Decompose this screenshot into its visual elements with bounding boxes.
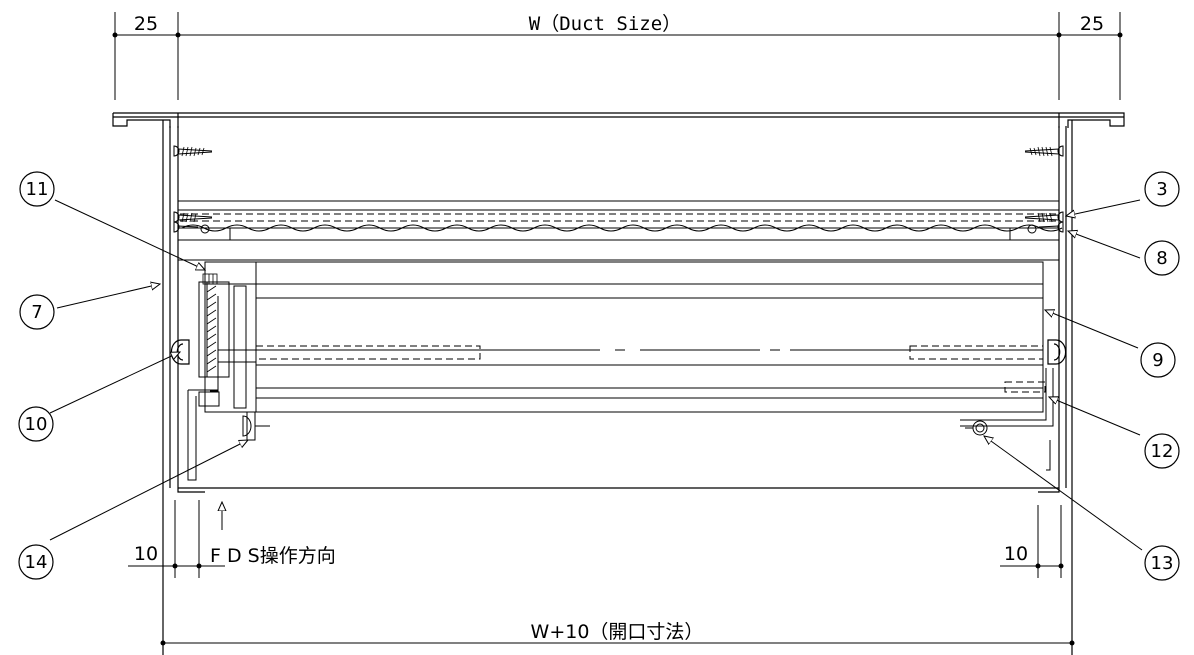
clip-right [1047,339,1067,365]
dimension-bottom-left: 10 [134,543,158,565]
dimension-top-right: 25 [1080,13,1104,35]
svg-text:10: 10 [25,414,48,435]
svg-text:9: 9 [1152,350,1163,371]
spring-hatch [202,273,218,373]
screw-icon [173,145,1064,233]
balloon-8: 8 [1144,240,1180,276]
balloon-11: 11 [19,171,55,207]
casing-sides [162,120,1073,655]
hidden-line-shaft [255,345,1046,393]
operation-direction-note: F D S操作方向 [210,545,336,567]
leader-lines [49,199,1143,551]
top-dimension-lines [114,12,1121,100]
svg-text:13: 13 [1151,553,1174,574]
dimension-duct-size: W（Duct Size） [529,13,681,35]
balloon-14: 14 [18,544,54,580]
wave-mesh [181,224,1063,232]
balloon-13: 13 [1144,545,1180,581]
dimension-top-left: 25 [134,13,158,35]
frame-flanges [112,112,1125,128]
damper-mechanism [187,261,1054,481]
clip-left [170,339,190,365]
screw-hatching [181,146,1053,223]
svg-text:3: 3 [1156,179,1167,200]
pin-13 [965,420,988,436]
hidden-line-top-beam [180,213,1056,222]
balloon-12: 12 [1144,433,1180,469]
svg-text:7: 7 [31,302,42,323]
svg-text:11: 11 [26,179,49,200]
dimension-bottom-right: 10 [1004,543,1028,565]
svg-text:12: 12 [1151,441,1174,462]
balloon-7: 7 [19,294,55,330]
dimension-opening-size: W+10（開口寸法） [531,621,704,643]
balloon-10: 10 [18,406,54,442]
bolt-14 [242,411,270,441]
svg-text:8: 8 [1156,248,1167,269]
blade-assembly [177,200,1060,261]
balloon-3: 3 [1144,171,1180,207]
balloon-9: 9 [1140,342,1176,378]
svg-text:14: 14 [25,552,48,573]
